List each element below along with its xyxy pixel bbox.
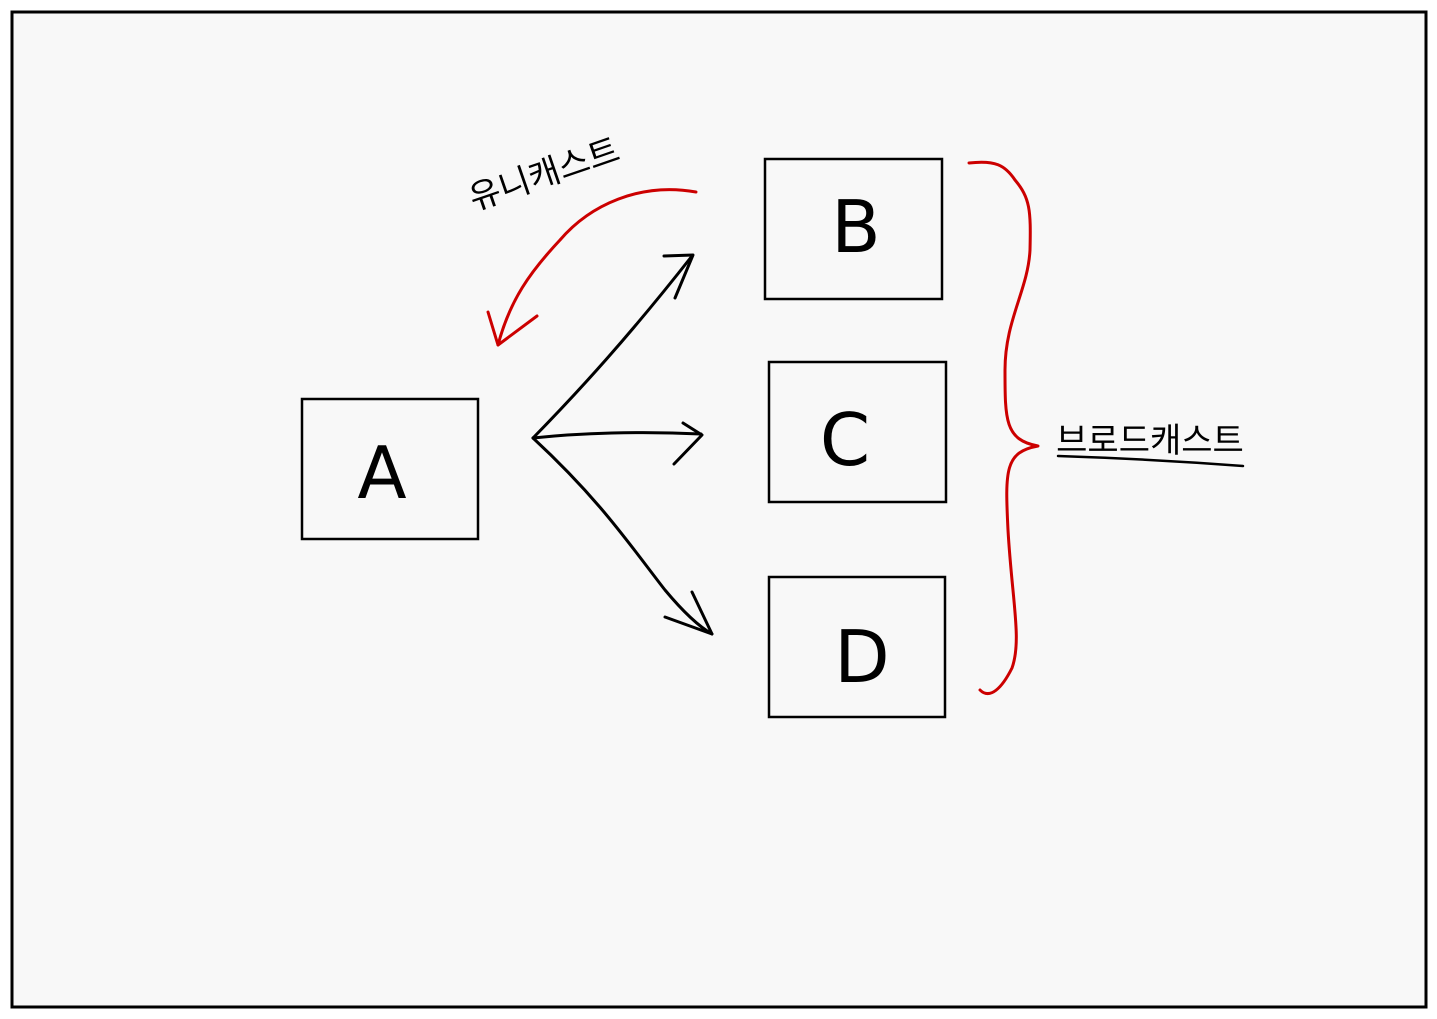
node-c-box	[767, 360, 948, 504]
broadcast-label-group: 브로드캐스트	[1056, 421, 1245, 468]
node-b-label: B	[831, 185, 880, 269]
arrow-a-to-d	[531, 436, 714, 636]
broadcast-brace	[967, 160, 1040, 696]
arrow-a-to-d-head	[663, 590, 714, 636]
node-c: C	[767, 360, 948, 504]
arrow-a-to-c-head	[672, 421, 704, 466]
arrow-a-to-c	[531, 431, 703, 440]
node-c-label: C	[820, 398, 870, 482]
broadcast-arrows	[531, 253, 714, 636]
node-b-box	[763, 157, 944, 301]
whiteboard-frame	[10, 10, 1428, 1009]
broadcast-label: 브로드캐스트	[1056, 421, 1244, 461]
unicast-arrow-curve	[496, 188, 698, 347]
broadcast-label-underline	[1056, 454, 1245, 468]
node-a: A	[300, 397, 480, 541]
node-a-label: A	[357, 431, 406, 515]
node-d-label: D	[834, 615, 889, 699]
arrow-a-to-b	[531, 254, 694, 440]
node-d: D	[767, 575, 947, 719]
node-b: B	[763, 157, 944, 301]
arrow-a-to-b-head	[662, 253, 695, 300]
unicast-arrow-head	[486, 310, 539, 347]
node-d-box	[767, 575, 947, 719]
unicast-arrow	[486, 188, 698, 347]
node-a-box	[300, 397, 480, 541]
